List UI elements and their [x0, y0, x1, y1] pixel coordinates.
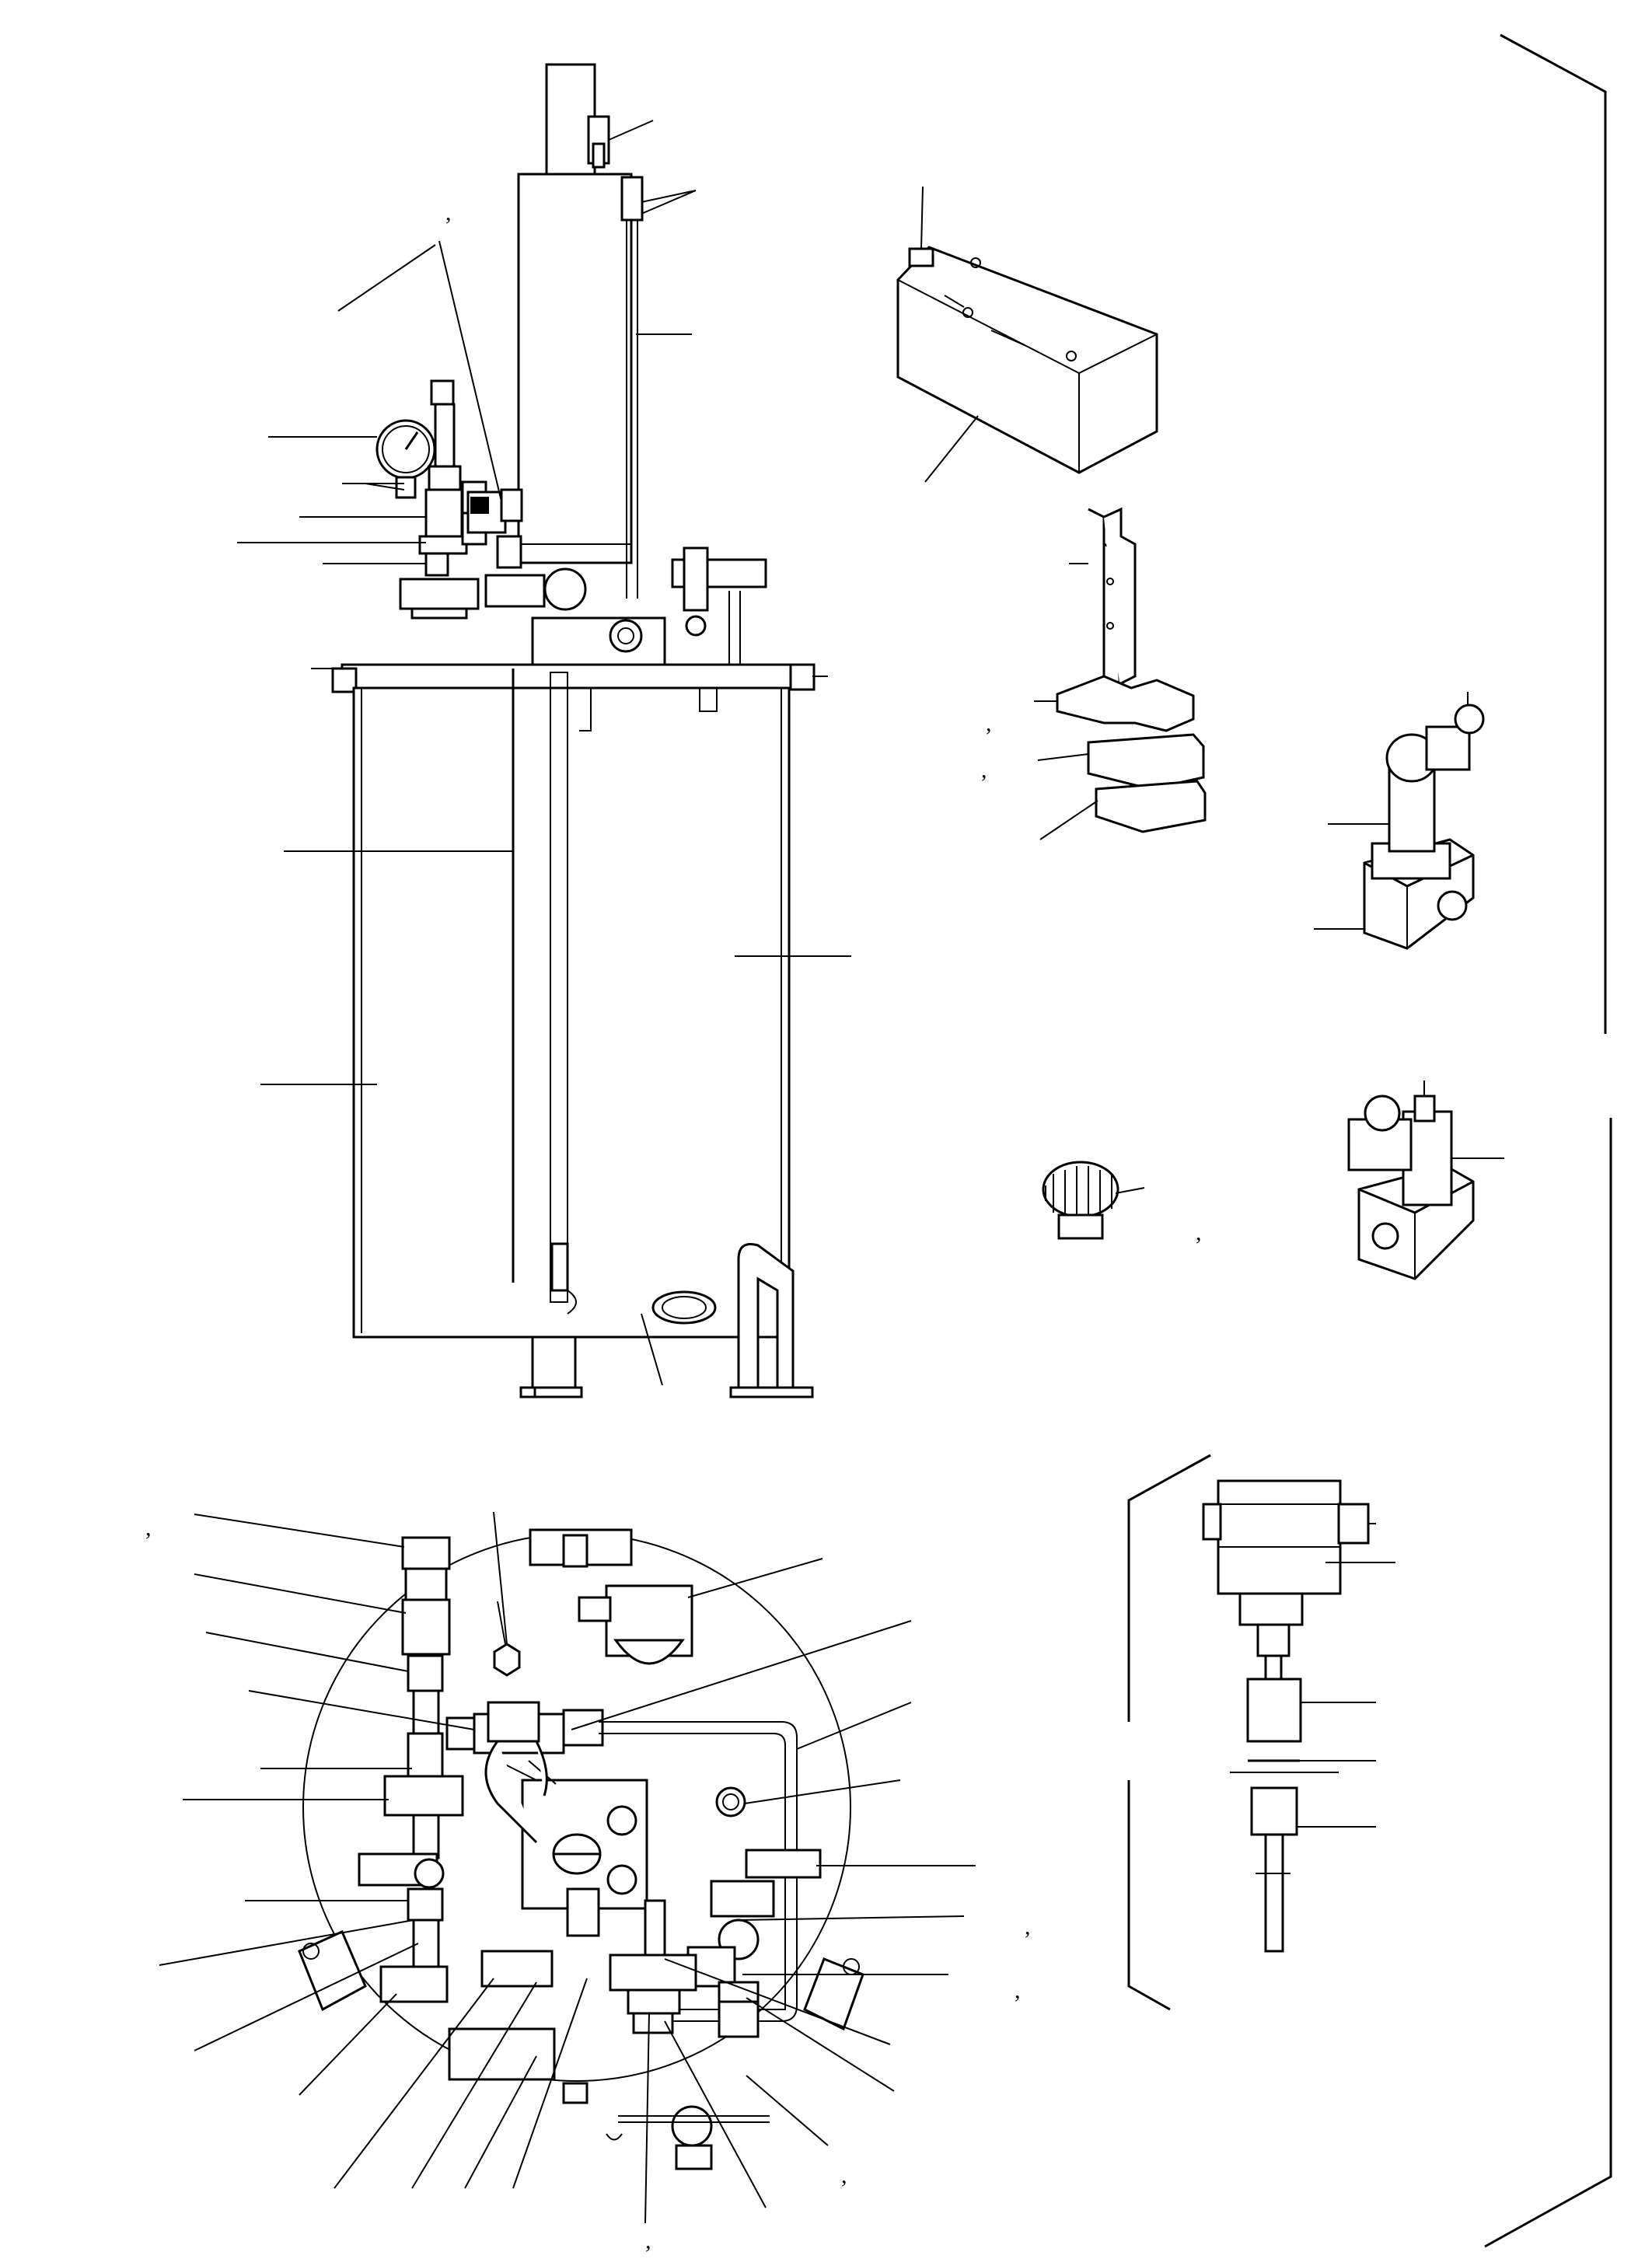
nameplate	[448, 2027, 556, 2081]
lid-flange	[399, 578, 480, 610]
control-box	[896, 186, 1158, 483]
top-cylinder	[545, 63, 596, 176]
level-switch	[1202, 1479, 1395, 1953]
switch-head	[1217, 1479, 1342, 1595]
callout-mark: ,	[1025, 1914, 1031, 1940]
callout-mark: ,	[1196, 1220, 1202, 1245]
tank-body	[352, 686, 791, 1339]
tank-assembly	[331, 63, 816, 1398]
callout-mark: ,	[986, 711, 992, 736]
bracket-frame-lower	[1484, 1118, 1612, 2248]
main-column	[517, 173, 633, 564]
box-connector	[908, 247, 934, 267]
end-stop	[1095, 780, 1207, 833]
callout-mark: ,	[645, 2228, 651, 2254]
terminal-block-2	[1087, 733, 1205, 791]
tank-leaders	[237, 120, 851, 1386]
tank-lid	[341, 663, 806, 690]
bracket-frame-inset	[1127, 1454, 1211, 2011]
solenoid-valve-upper	[1314, 692, 1485, 950]
callout-mark: ,	[1015, 1978, 1021, 2003]
callout-mark: ,	[145, 1515, 152, 1541]
outlet-valve	[683, 546, 709, 612]
valve-connector	[1454, 704, 1485, 735]
callout-marks: , , , , , , , , , , ,	[145, 200, 1202, 2254]
probe-rod	[1264, 1833, 1284, 1953]
callout-mark: ,	[445, 200, 452, 225]
bracket-frame-upper	[1500, 33, 1607, 1034]
knurled-cap	[1042, 1161, 1145, 1240]
callout-mark: ,	[981, 757, 987, 783]
top-view	[298, 1528, 864, 2170]
solenoid-valve-lower	[1347, 1081, 1504, 1280]
callout-mark: ,	[841, 2163, 847, 2188]
din-rail-terminals	[1034, 507, 1207, 840]
terminal-block-1	[1056, 675, 1195, 732]
process-nut	[1246, 1678, 1302, 1743]
top-view-leaders	[159, 1511, 976, 2224]
drain-valve	[609, 1953, 697, 1992]
